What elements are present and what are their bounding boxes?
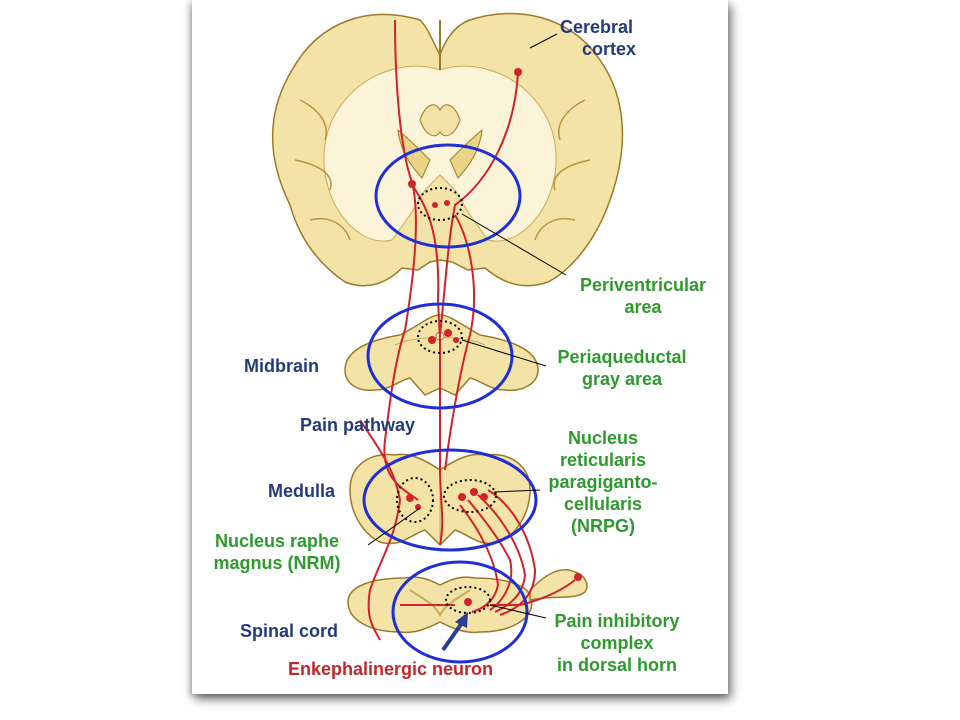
label-nrpg-line1: Nucleus <box>567 428 639 448</box>
highlight-periaqueductal <box>366 302 514 410</box>
label-nrpg-line2: reticularis <box>559 450 647 470</box>
highlight-spinal-cord <box>391 560 529 664</box>
label-periventricular-line1: Periventricular <box>579 275 707 295</box>
label-medulla: Medulla <box>268 481 336 501</box>
label-nrm-line1: Nucleus raphe <box>214 531 340 551</box>
leader-lines <box>367 33 567 619</box>
label-periaqueductal-gray-area: Periaqueductal gray area <box>548 346 696 390</box>
label-periaqueductal-line1: Periaqueductal <box>557 347 687 367</box>
highlight-periventricular <box>374 143 522 249</box>
label-nrpg-line5: (NRPG) <box>571 516 635 536</box>
label-pain-pathway: Pain pathway <box>300 415 416 435</box>
label-nrm: Nucleus raphe magnus (NRM) <box>204 530 350 574</box>
label-pain-inhibitory-line2: complex <box>580 633 654 653</box>
neuron-cell-bodies <box>406 68 582 606</box>
label-pain-inhibitory-line1: Pain inhibitory <box>554 611 680 631</box>
nucleus-outlines <box>396 187 497 614</box>
label-pain-inhibitory-complex: Pain inhibitory complex in dorsal horn <box>544 610 690 676</box>
label-nrm-line2: magnus (NRM) <box>213 553 341 573</box>
label-cerebral-cortex-line1: Cerebral <box>560 17 634 37</box>
label-midbrain: Midbrain <box>244 356 319 376</box>
label-cerebral-cortex: Cerebral cortex <box>560 16 636 60</box>
label-cerebral-cortex-line2: cortex <box>582 39 637 59</box>
label-spinal-cord: Spinal cord <box>240 621 339 641</box>
cerebrum-section <box>271 12 624 287</box>
label-pain-inhibitory-line3: in dorsal horn <box>556 655 677 675</box>
label-nrpg-line4: cellularis <box>563 494 643 514</box>
label-nrpg-line3: paragiganto- <box>548 472 658 492</box>
highlight-medulla <box>362 448 538 552</box>
highlight-circles <box>362 143 538 664</box>
label-periventricular-area: Periventricular area <box>570 274 716 318</box>
label-periventricular-line2: area <box>624 297 662 317</box>
label-periaqueductal-line2: gray area <box>581 369 663 389</box>
label-nrpg: Nucleus reticularis paragiganto- cellula… <box>540 427 666 537</box>
enkephalinergic-arrow <box>441 612 468 652</box>
label-enkephalinergic-neuron: Enkephalinergic neuron <box>288 659 494 679</box>
